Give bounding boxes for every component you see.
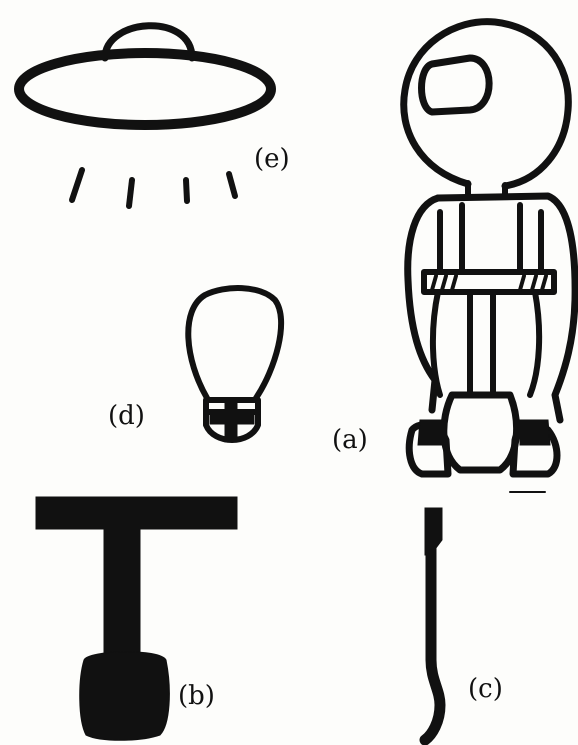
label-d: (d) <box>108 401 145 431</box>
seated-figure-drawing <box>404 22 575 492</box>
label-a: (a) <box>332 425 368 455</box>
label-c: (c) <box>468 674 503 704</box>
bulb-drawing <box>188 288 281 442</box>
saucer-drawing <box>19 26 271 206</box>
hooked-rod-drawing <box>425 508 442 740</box>
label-b: (b) <box>178 681 215 711</box>
label-e: (e) <box>254 144 290 174</box>
